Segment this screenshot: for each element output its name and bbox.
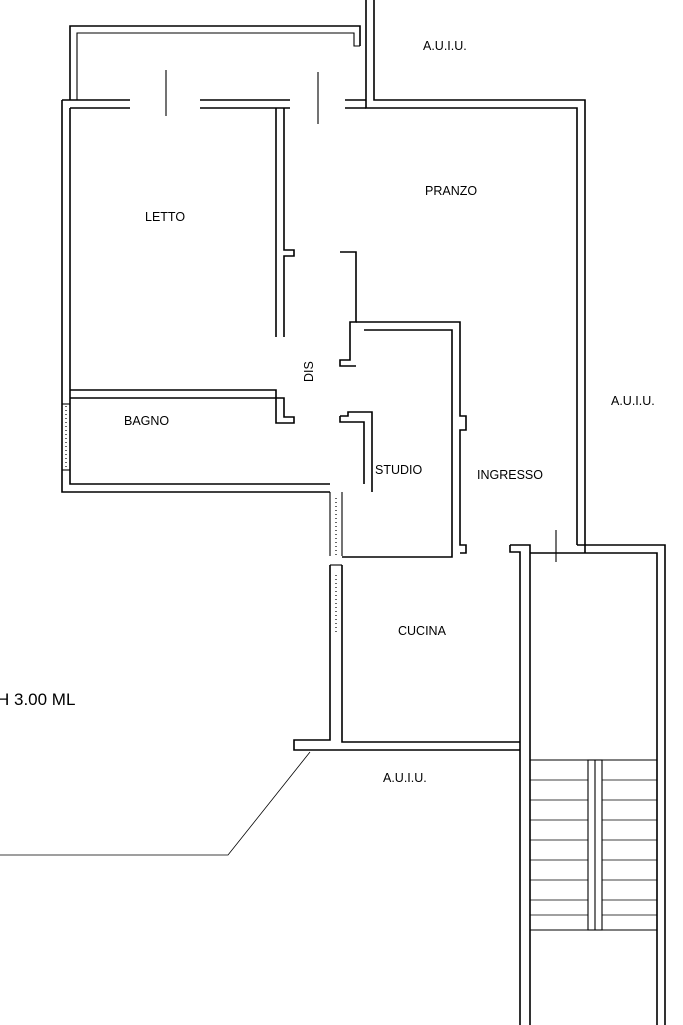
label-cucina: CUCINA — [398, 624, 447, 638]
label-auiu-top: A.U.I.U. — [423, 39, 467, 53]
interior-walls — [62, 108, 666, 1025]
label-bagno: BAGNO — [124, 414, 169, 428]
label-dis: DIS — [302, 361, 316, 382]
label-letto: LETTO — [145, 210, 185, 224]
leader-line — [0, 751, 311, 856]
staircase — [530, 759, 657, 931]
outer-walls — [61, 0, 586, 545]
label-height: H 3.00 ML — [0, 690, 75, 709]
label-ingresso: INGRESSO — [477, 468, 543, 482]
label-auiu-right: A.U.I.U. — [611, 394, 655, 408]
balcony — [69, 25, 361, 100]
label-pranzo: PRANZO — [425, 184, 477, 198]
label-auiu-bottom: A.U.I.U. — [383, 771, 427, 785]
label-studio: STUDIO — [375, 463, 423, 477]
door-marks — [165, 70, 557, 562]
